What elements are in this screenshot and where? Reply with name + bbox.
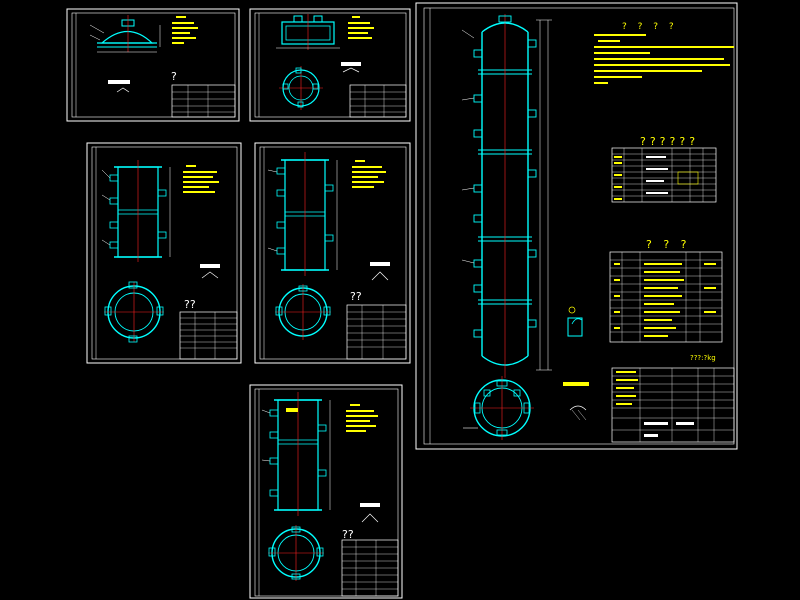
drawing-sheet-1 — [66, 8, 240, 122]
drawing-sheet-2 — [249, 8, 411, 122]
drawing-sheet-3 — [86, 142, 242, 364]
weight-note: ???:?kg — [690, 354, 716, 362]
main-notes-heading: ? ? ? ? — [622, 22, 678, 32]
drawing-sheet-main — [415, 2, 738, 450]
sheet3-label: ?? — [184, 298, 196, 311]
parts-table-heading: ? ? ? — [646, 238, 691, 251]
sheet4-label: ?? — [350, 290, 362, 303]
sheet5-label: ?? — [342, 528, 354, 541]
drawing-sheet-5 — [249, 384, 403, 599]
drawing-sheet-4 — [254, 142, 411, 364]
nozzle-table-heading: ?????? — [640, 135, 700, 148]
sheet1-label: ? — [171, 70, 177, 83]
